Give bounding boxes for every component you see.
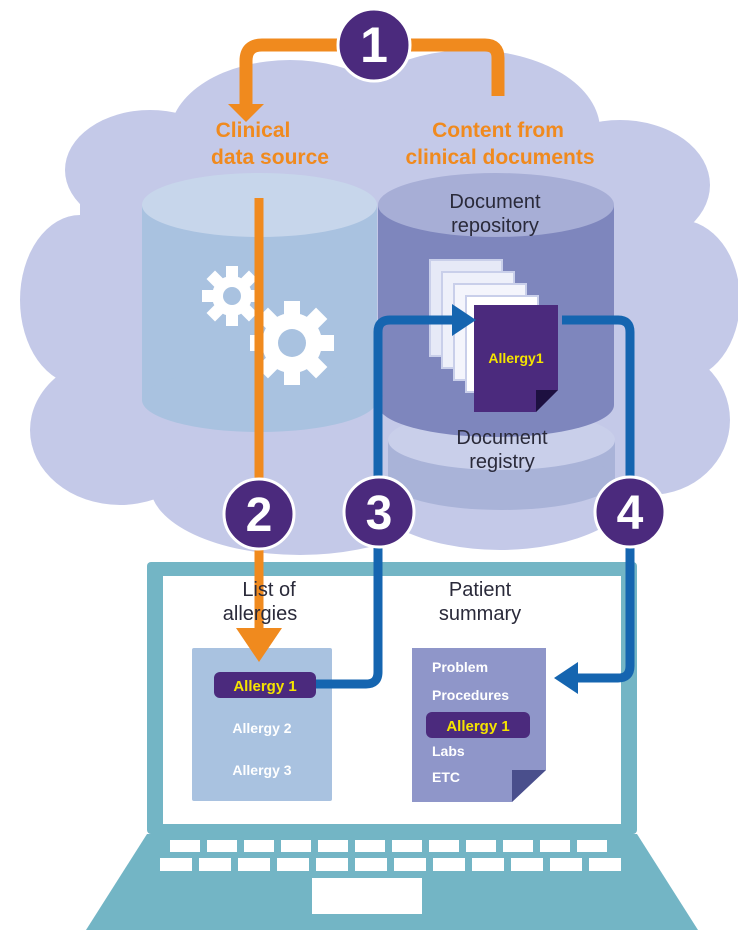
repository-label-line2: repository [451, 215, 539, 237]
allergy-item-2: Allergy 2 [232, 720, 291, 736]
registry-label-line1: Document [456, 427, 548, 449]
arrow-head-1 [228, 104, 264, 122]
summary-item-procedures: Procedures [432, 687, 509, 703]
keyboard [160, 840, 621, 914]
summary-item-labs: Labs [432, 743, 465, 759]
allergy-item-1: Allergy 1 [233, 678, 296, 695]
step-badge-1: 1 [336, 7, 412, 83]
step-badge-3: 3 [342, 475, 416, 549]
gear-icon [250, 301, 334, 385]
document-allergy-label: Allergy1 [488, 350, 543, 366]
content-label-line1: Content from [432, 119, 564, 142]
registry-label-line2: registry [469, 451, 535, 473]
step-number: 3 [366, 487, 393, 540]
allergy-item-3: Allergy 3 [232, 762, 291, 778]
step-number: 2 [246, 489, 273, 542]
source-label-line2: data source [211, 146, 329, 169]
allergies-title-line2: allergies [223, 603, 297, 625]
step-number: 4 [617, 487, 644, 540]
arrow-head-3 [452, 304, 476, 336]
source-label-line1: Clinical [216, 119, 291, 142]
gear-icon [202, 266, 262, 326]
summary-item-etc: ETC [432, 769, 460, 785]
repository-label-line1: Document [449, 191, 541, 213]
content-label-line2: clinical documents [405, 146, 594, 169]
arrow-head-4 [554, 662, 578, 694]
step-badge-2: 2 [222, 477, 296, 551]
laptop [86, 562, 698, 930]
summary-title-line2: summary [439, 603, 521, 625]
summary-allergy-highlight [426, 712, 530, 738]
arrow-head-2 [236, 628, 282, 662]
document-stack-icon [429, 259, 558, 412]
step-number: 1 [360, 17, 388, 73]
summary-item-problem: Problem [432, 659, 488, 675]
allergies-title-line1: List of [242, 579, 296, 601]
summary-item-allergy: Allergy 1 [446, 718, 509, 735]
step-badge-4: 4 [593, 475, 667, 549]
summary-title-line1: Patient [449, 579, 512, 601]
allergy-highlight [214, 672, 316, 698]
